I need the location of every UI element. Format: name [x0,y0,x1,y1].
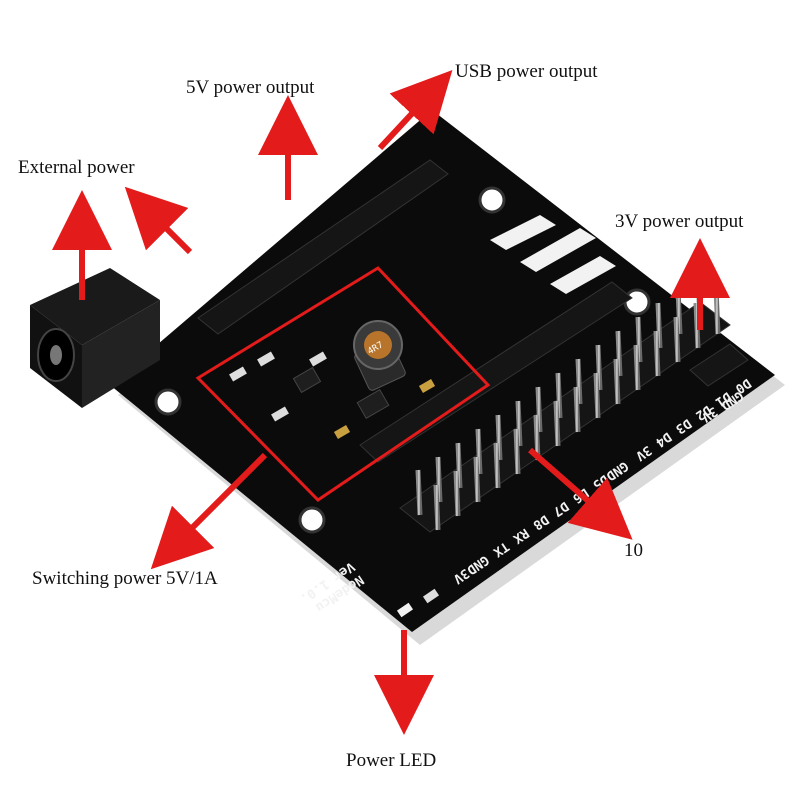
pin-label: 3V [633,442,655,463]
pin-label: D2 [692,402,713,423]
label-3v-power-output: 3V power output [615,211,744,232]
female-header-right [359,281,633,463]
pin-label: D7 [550,498,571,519]
label-switching-power: Switching power 5V/1A [32,568,218,589]
arrow-external-power-diag [124,186,193,255]
pin-label: RX [510,525,532,546]
label-5v-power-output: 5V power output [186,77,315,98]
label-usb-power-output: USB power output [455,61,598,82]
arrow-10-pins [528,447,633,540]
pin-label: D3 [672,415,693,436]
power-led [396,602,414,618]
pcb [110,110,775,632]
dc-barrel-jack [30,268,160,408]
annotation-arrows [52,70,730,735]
pin-label: D4 [652,429,674,450]
pin-label: 3V [450,565,472,586]
mounting-hole [623,288,651,316]
label-external-power: External power [18,157,135,178]
pin-label: D8 [530,511,552,532]
mounting-hole [298,506,326,534]
female-header-left [197,159,449,335]
arrow-switching-power [150,452,268,570]
led-resistor [422,588,440,604]
label-pin-count: 10 [624,540,643,561]
pin-label: D0 [732,375,754,396]
pin-label: D1 [712,388,734,409]
regulator-components: 4R7 [229,320,436,439]
label-power-led: Power LED [346,750,437,771]
switching-power-box [195,266,491,502]
esp-logo [490,215,616,294]
arrow-usb-output [377,70,453,151]
mounting-hole [478,186,506,214]
pin-label: TX [490,538,512,559]
corner-pin-label: 3V [698,403,720,424]
mounting-hole [154,388,182,416]
